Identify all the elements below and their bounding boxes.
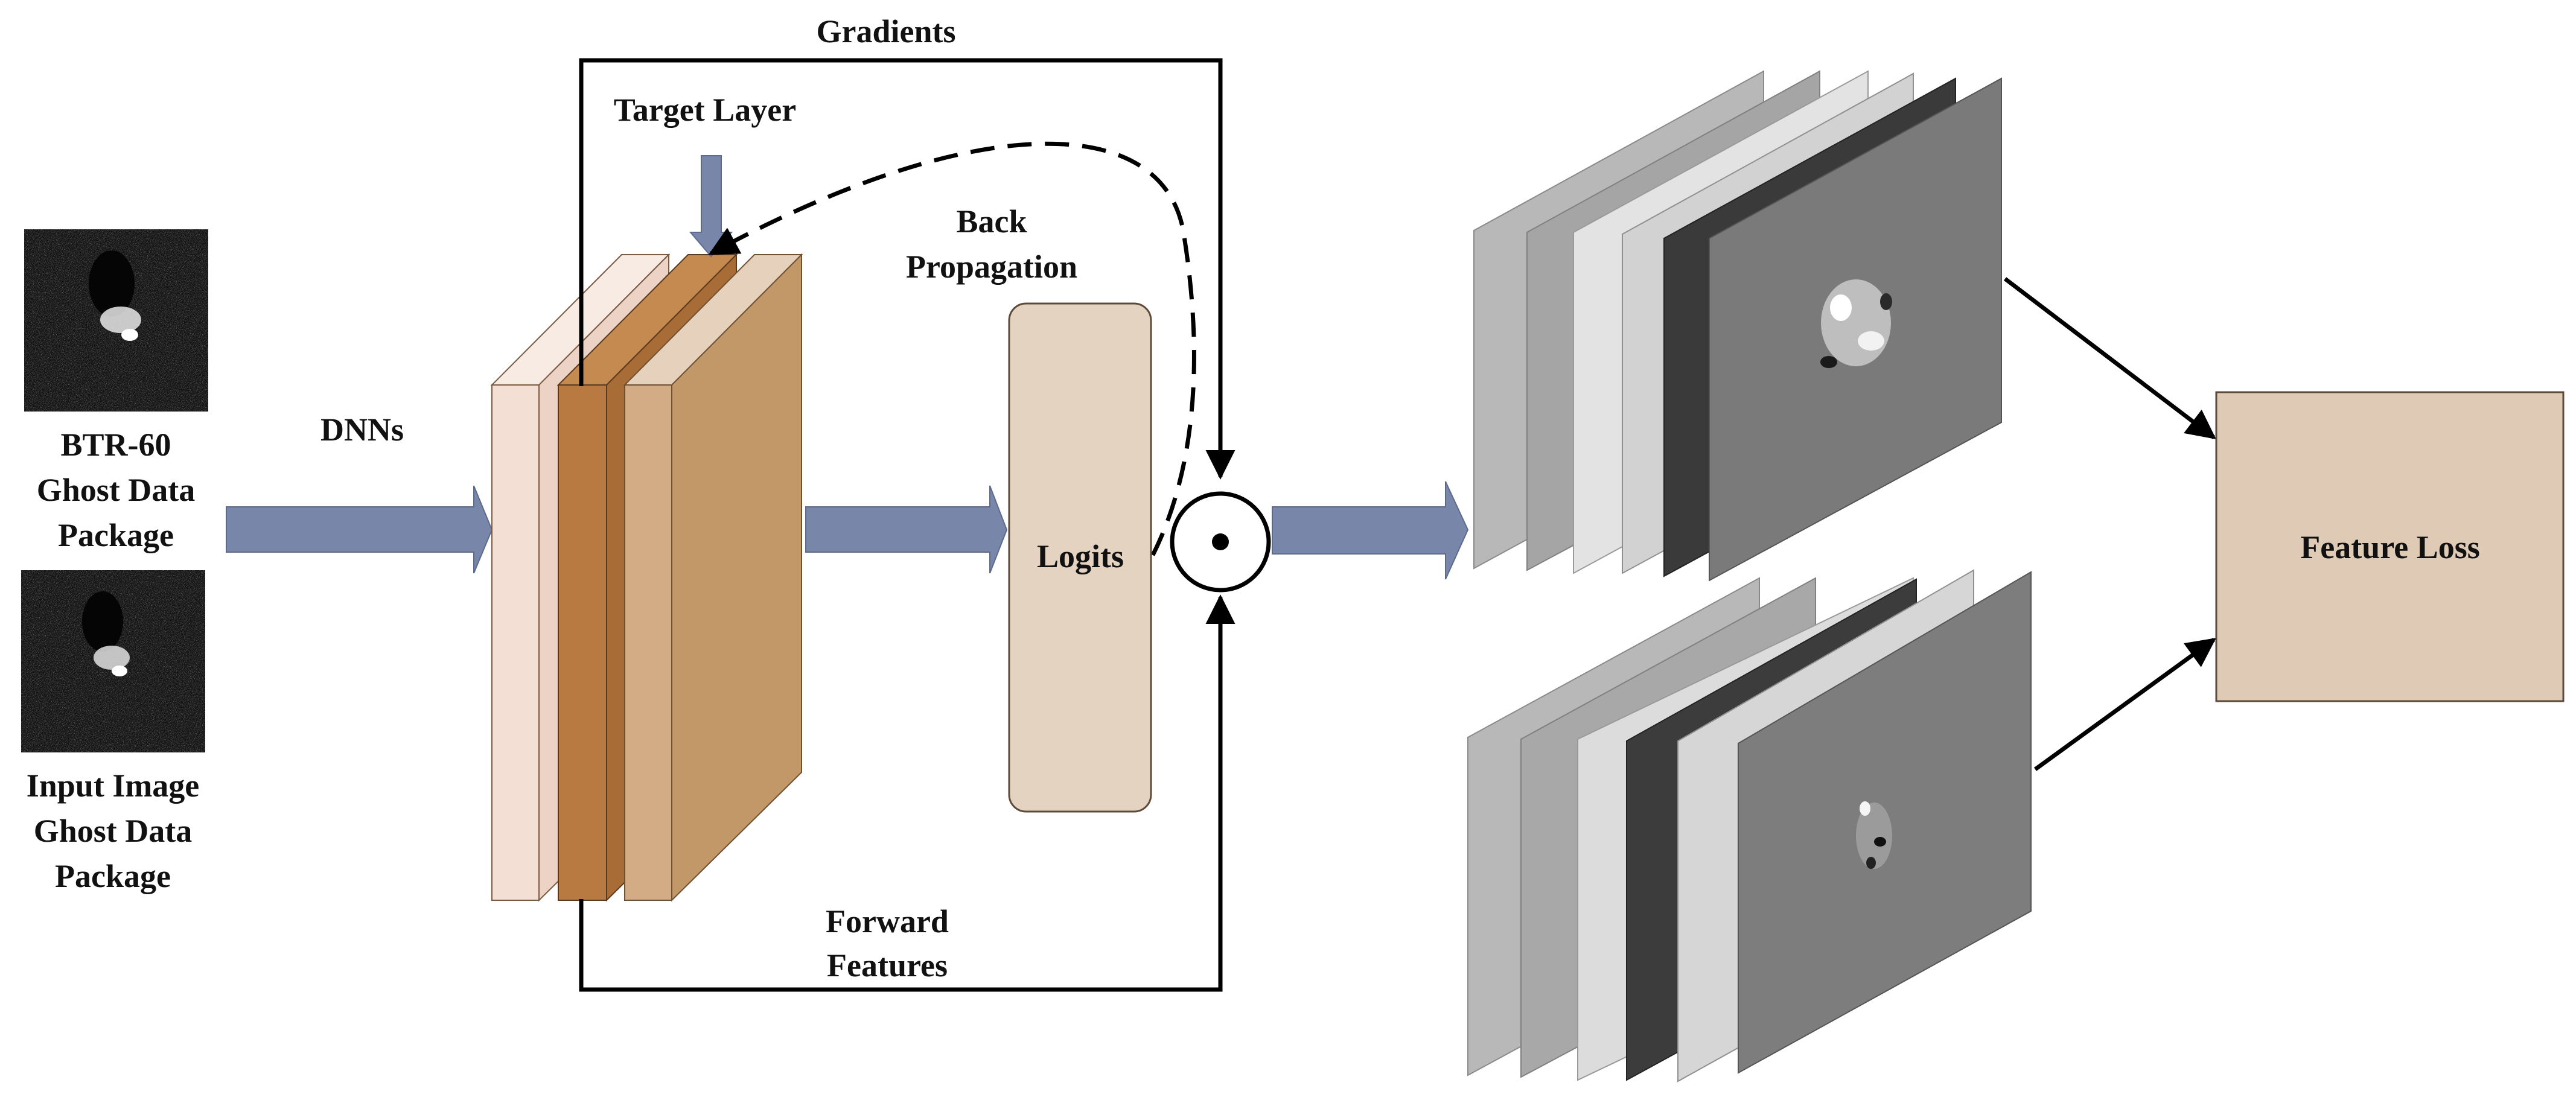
back-propagation-path (708, 141, 1196, 556)
input-label-line3: Package (55, 858, 171, 894)
btr-label-line3: Package (58, 517, 174, 553)
logits-box (1008, 302, 1152, 813)
back-propagation-label-line1: Back (956, 203, 1027, 240)
dnns-label: DNNs (320, 412, 404, 448)
output-arrow (1272, 481, 1469, 580)
input-label-line1: Input Image (27, 768, 200, 804)
logits-label: Logits (1037, 538, 1124, 574)
target-layer-arrow (689, 155, 733, 258)
hadamard-operator-icon (1170, 491, 1271, 593)
feature-map-activation-bottom (1856, 801, 1892, 869)
back-propagation-label-line2: Propagation (906, 249, 1077, 285)
btr-label-line1: BTR-60 (60, 427, 171, 463)
btr-label-line2: Ghost Data (37, 472, 196, 508)
forward-features-path (579, 594, 1235, 992)
network-layers (490, 253, 803, 902)
feature-map-stack-bottom (1467, 569, 2032, 1082)
feature-loss-label: Feature Loss (2300, 529, 2479, 565)
feature-map-activation-top (1820, 279, 1892, 368)
target-layer-label: Target Layer (614, 92, 796, 128)
logits-arrow (805, 485, 1008, 574)
btr60-image (24, 229, 208, 412)
top-to-loss-arrow (2003, 277, 2216, 439)
gradients-label: Gradients (816, 13, 955, 49)
dnns-arrow (226, 485, 493, 574)
input-image (21, 570, 205, 752)
bottom-to-loss-arrow (2033, 638, 2216, 771)
gradients-path (579, 58, 1235, 480)
feature-loss-box (2215, 391, 2565, 702)
input-label-line2: Ghost Data (34, 813, 193, 849)
forward-features-label-line2: Features (827, 947, 948, 984)
forward-features-label-line1: Forward (826, 903, 949, 939)
feature-map-stack-top (1473, 70, 2002, 582)
